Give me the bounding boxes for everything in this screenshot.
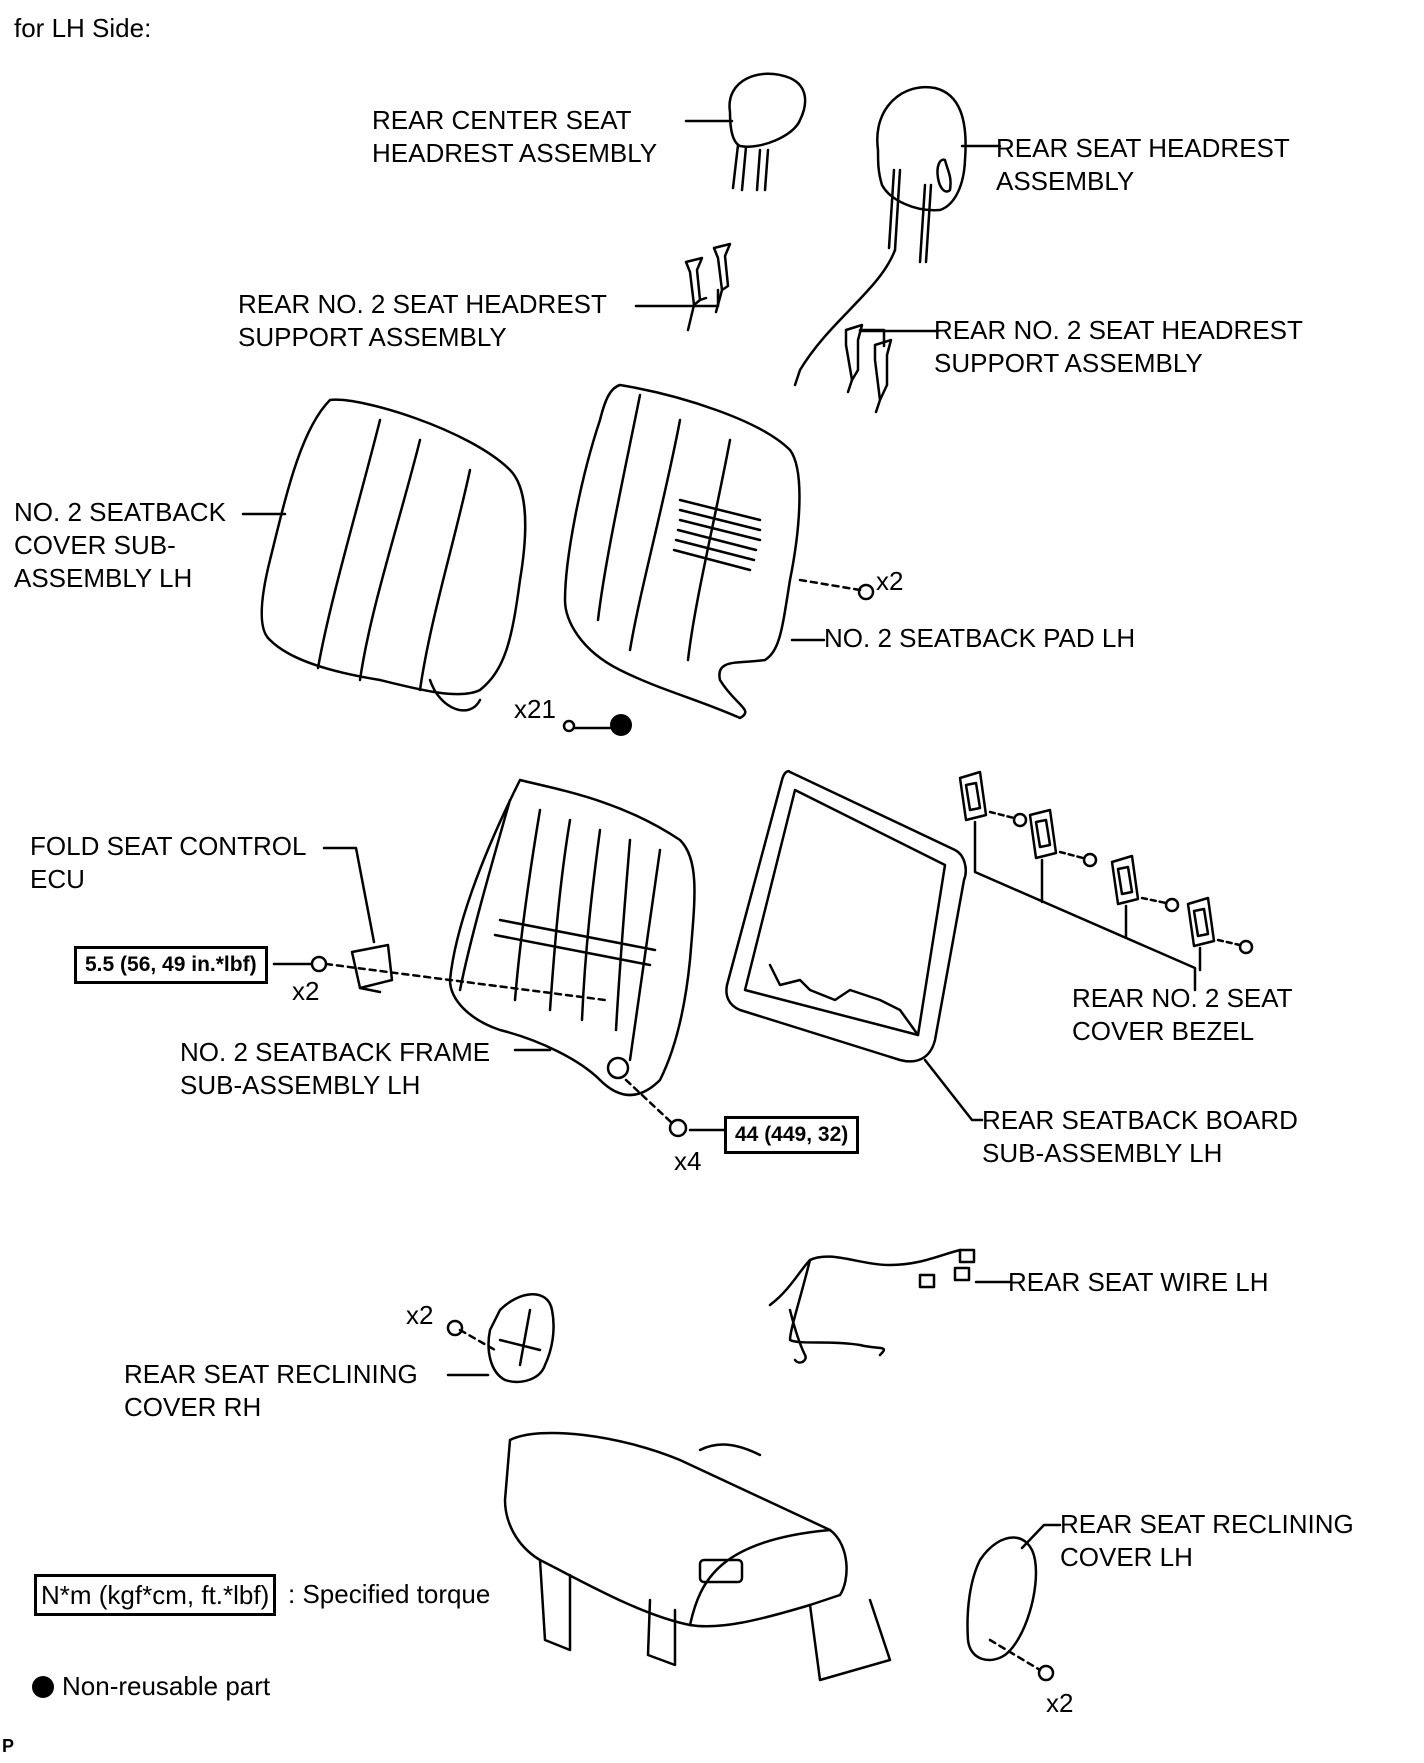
reclining-cover-rh-label: REAR SEAT RECLINING COVER RH — [124, 1359, 418, 1422]
seatback-pad-screw-qty: x2 — [876, 566, 904, 596]
rear-seat-wire-part — [768, 1248, 976, 1364]
headrest-support-left-leader — [634, 288, 720, 308]
nonreusable-dot-icon — [610, 714, 632, 736]
corner-mark: P — [2, 1736, 15, 1756]
seatback-board-part — [725, 770, 967, 1063]
fold-seat-ecu-leader — [322, 846, 376, 944]
seatback-frame-label: NO. 2 SEATBACK FRAME SUB-ASSEMBLY LH — [180, 1037, 491, 1100]
fold-seat-ecu-nut-qty: x2 — [292, 976, 320, 1006]
reclining-cover-rh-screw — [446, 1319, 464, 1337]
seatback-frame-bolt-qty: x4 — [674, 1146, 702, 1176]
reclining-cover-rh-part — [487, 1293, 555, 1384]
reclining-cover-lh-screw — [1037, 1664, 1055, 1682]
seatback-cover-part — [260, 398, 527, 712]
reclining-cover-lh-screw-leader — [988, 1638, 1042, 1672]
seatback-frame-part — [448, 778, 696, 1097]
rear-seat-headrest-part — [793, 85, 967, 387]
seat-cover-bezel-screws — [988, 810, 1254, 955]
reclining-cover-lh-label: REAR SEAT RECLINING COVER LH — [1060, 1509, 1354, 1572]
headrest-support-right-label: REAR NO. 2 SEAT HEADREST SUPPORT ASSEMBL… — [934, 315, 1303, 378]
seatback-pad-screw-leader — [798, 578, 862, 592]
seat-cover-bezel-leader — [973, 820, 1197, 992]
fold-seat-ecu-label: FOLD SEAT CONTROL ECU — [30, 831, 307, 894]
legend-nonreusable-text: Non-reusable part — [62, 1671, 271, 1701]
hog-ring-part — [562, 719, 576, 733]
reclining-cover-rh-screw-qty: x2 — [406, 1300, 434, 1330]
seat-cushion-part — [503, 1431, 892, 1682]
seatback-pad-screw — [857, 583, 875, 601]
seatback-frame-bolt — [668, 1118, 688, 1138]
headrest-support-right-part — [844, 323, 893, 414]
seatback-cover-label: NO. 2 SEATBACK COVER SUB- ASSEMBLY LH — [14, 497, 226, 593]
rear-seat-headrest-label: REAR SEAT HEADREST ASSEMBLY — [996, 133, 1290, 196]
seatback-pad-part — [563, 383, 801, 720]
page-side-heading: for LH Side: — [14, 13, 152, 43]
rear-center-headrest-label: REAR CENTER SEAT HEADREST ASSEMBLY — [372, 105, 658, 168]
seatback-frame-bolt-leader — [624, 1078, 674, 1125]
legend-torque-text: : Specified torque — [288, 1579, 491, 1609]
fold-seat-ecu-part — [350, 943, 394, 994]
legend-nonreusable-dot-icon — [32, 1676, 54, 1698]
seat-cover-bezel-label: REAR NO. 2 SEAT COVER BEZEL — [1072, 983, 1293, 1046]
reclining-cover-lh-screw-qty: x2 — [1046, 1688, 1074, 1718]
reclining-cover-lh-leader — [1020, 1523, 1062, 1550]
seatback-board-label: REAR SEATBACK BOARD SUB-ASSEMBLY LH — [982, 1105, 1298, 1168]
hog-ring-qty: x21 — [514, 694, 556, 724]
headrest-support-left-part — [684, 242, 732, 332]
rear-seat-wire-label: REAR SEAT WIRE LH — [1008, 1267, 1269, 1297]
seatback-board-leader — [923, 1058, 984, 1122]
seatback-pad-label: NO. 2 SEATBACK PAD LH — [824, 623, 1136, 653]
fold-seat-ecu-mount-line — [324, 962, 607, 1002]
legend-torque-box: N*m (kgf*cm, ft.*lbf) — [34, 1574, 277, 1616]
reclining-cover-lh-part — [966, 1536, 1038, 1662]
fold-seat-ecu-torque-box: 5.5 (56, 49 in.*lbf) — [74, 946, 268, 984]
headrest-support-left-label: REAR NO. 2 SEAT HEADREST SUPPORT ASSEMBL… — [238, 289, 607, 352]
seat-cover-bezel-parts — [958, 770, 1216, 948]
reclining-cover-rh-screw-leader — [458, 1328, 497, 1352]
fold-seat-ecu-nut — [310, 955, 328, 973]
seatback-frame-torque-box: 44 (449, 32) — [724, 1116, 860, 1154]
rear-center-headrest-part — [728, 72, 807, 192]
